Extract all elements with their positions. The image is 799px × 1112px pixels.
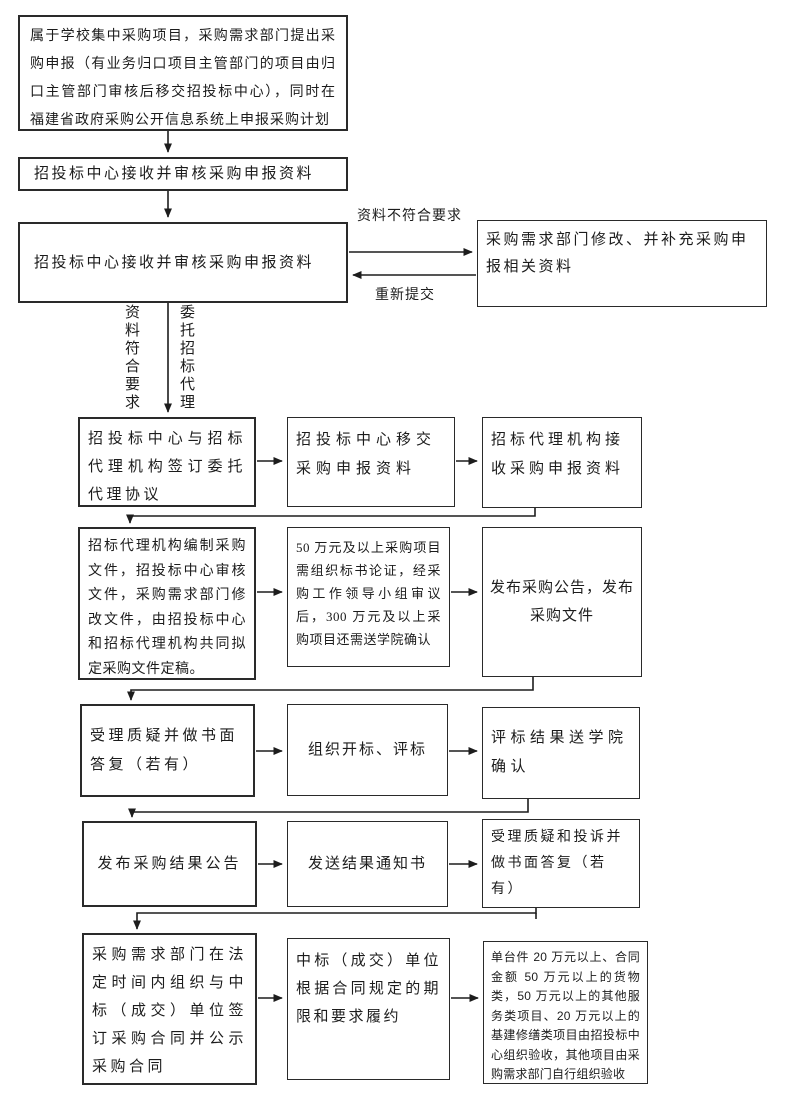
node-bid-opening-evaluation: 组织开标、评标: [287, 704, 448, 796]
node-publish-result-announcement: 发布采购结果公告: [82, 821, 257, 907]
edge-label-not-conform: 资料不符合要求: [357, 209, 462, 224]
node-apply-declaration: 属于学校集中采购项目，采购需求部门提出采购申报（有业务归口项目主管部门的项目由归…: [18, 15, 348, 131]
node-prepare-documents: 招标代理机构编制采购文件，招投标中心审核文件，采购需求部门修改文件，由招投标中心…: [78, 527, 256, 680]
node-sign-agency-agreement: 招投标中心与招标代理机构签订委托代理协议: [78, 417, 256, 507]
node-result-to-college-confirm: 评标结果送学院确认: [482, 707, 640, 799]
node-inquiry-written-reply: 受理质疑并做书面答复（若有）: [80, 704, 255, 797]
elbow-complaint-to-contract: [133, 908, 537, 930]
node-sign-publicize-contract: 采购需求部门在法定时间内组织与中标（成交）单位签订采购合同并公示采购合同: [82, 933, 257, 1085]
node-complaint-written-reply: 受理质疑和投诉并做书面答复（若有）: [482, 819, 640, 908]
node-send-result-notice: 发送结果通知书: [287, 821, 448, 907]
node-center-receive-review-2: 招投标中心接收并审核采购申报资料: [18, 222, 348, 303]
edge-label-entrust-agency: 委托招标代理: [178, 304, 194, 412]
node-agency-receive-materials: 招标代理机构接收采购申报资料: [482, 417, 642, 508]
node-perform-contract: 中标（成交）单位根据合同规定的期限和要求履约: [287, 938, 450, 1080]
node-dept-modify-supplement: 采购需求部门修改、并补充采购申报相关资料: [477, 220, 767, 307]
elbow-agencyreceive-to-prepare: [126, 508, 536, 524]
node-bid-doc-demonstration: 50 万元及以上采购项目需组织标书论证，经采购工作领导小组审议后，300 万元及…: [287, 527, 450, 667]
node-center-receive-review-1: 招投标中心接收并审核采购申报资料: [18, 157, 348, 191]
node-transfer-materials: 招投标中心移交采购申报资料: [287, 417, 455, 507]
edge-label-resubmit: 重新提交: [375, 288, 435, 303]
node-acceptance-rule: 单台件 20 万元以上、合同金额 50 万元以上的货物类，50 万元以上的其他服…: [483, 941, 648, 1084]
edge-label-conform: 资料符合要求: [123, 304, 139, 412]
node-publish-announcement: 发布采购公告，发布采购文件: [482, 527, 642, 677]
elbow-resultconfirm-to-announce: [128, 799, 529, 818]
